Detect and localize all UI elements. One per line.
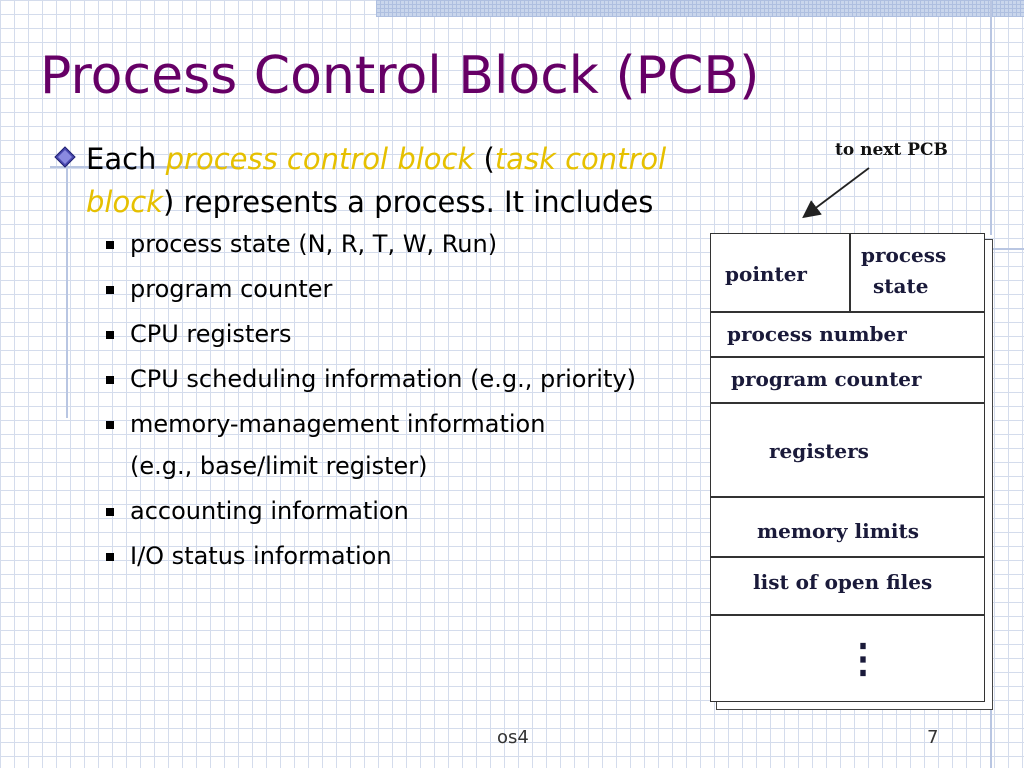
list-item-continuation: (e.g., base/limit register) [130,452,428,480]
square-bullet-icon [106,286,114,294]
decor-hline-left [50,166,240,168]
pcb-column-divider [849,234,851,311]
pcb-row-divider [711,356,984,358]
main-bullet-suffix: ) represents a process. It includes [162,185,654,219]
pcb-program-counter: program counter [731,367,922,391]
slide-title: Process Control Block (PCB) [40,46,760,106]
sub-bullet-list: process state (N, R, T, W, Run) program … [48,226,668,574]
decor-hline-right [986,248,1024,250]
top-decoration-bar [376,0,1024,17]
pcb-process-number: process number [727,322,907,346]
page-number: 7 [927,727,939,748]
list-item-text: CPU scheduling information (e.g., priori… [130,365,636,393]
pcb-row-divider [711,556,984,558]
main-bullet-alt-term: task control block [86,142,667,219]
main-bullet-open-paren: ( [474,142,495,176]
list-item: I/O status information [48,538,668,574]
list-item-text: accounting information [130,497,409,525]
list-item-text: program counter [130,275,333,303]
square-bullet-icon [106,331,114,339]
arrow-label: to next PCB [835,140,948,160]
pcb-memory-limits: memory limits [757,519,919,543]
list-item: process state (N, R, T, W, Run) [48,226,668,262]
square-bullet-icon [106,376,114,384]
list-item: CPU registers [48,316,668,352]
pcb-row-divider [711,311,984,313]
pcb-open-files: list of open files [753,570,933,594]
list-item: CPU scheduling information (e.g., priori… [48,361,668,397]
decor-vline-left [66,160,68,418]
decor-vline-right-low [990,700,992,768]
list-item-text: process state (N, R, T, W, Run) [130,230,498,258]
pcb-row-divider [711,496,984,498]
pcb-pointer: pointer [725,262,807,286]
slide-content: Each process control block (task control… [48,138,668,583]
pcb-registers: registers [769,439,869,463]
list-item: memory-management information (e.g., base… [48,406,668,484]
list-item-text: I/O status information [130,542,392,570]
main-bullet: Each process control block (task control… [48,138,668,224]
decor-vline-right [990,0,992,235]
list-item-text: memory-management information [130,410,546,438]
pcb-process-state-line2: state [873,274,929,298]
pcb-diagram: pointer process state process number pro… [710,233,985,702]
pcb-process-state-line1: process [861,243,947,267]
arrow-to-next-pcb-icon [802,167,870,219]
square-bullet-icon [106,508,114,516]
diamond-bullet-icon [54,146,76,168]
main-bullet-prefix: Each [86,142,166,176]
footer-center-label: os4 [497,727,529,748]
pcb-row-divider [711,402,984,404]
square-bullet-icon [106,421,114,429]
pcb-row-divider [711,614,984,616]
square-bullet-icon [106,241,114,249]
list-item: accounting information [48,493,668,529]
main-bullet-term: process control block [165,142,475,176]
pcb-ellipsis: ⋮ [843,635,883,682]
list-item-text: CPU registers [130,320,292,348]
list-item: program counter [48,271,668,307]
square-bullet-icon [106,553,114,561]
